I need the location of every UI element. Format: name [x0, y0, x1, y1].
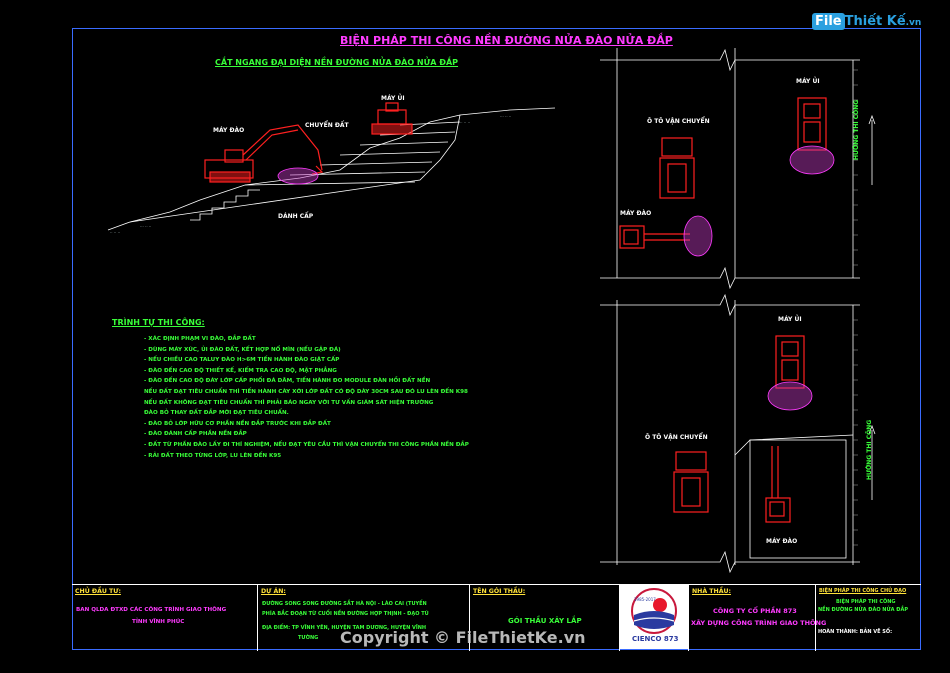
soil-pile-bottom: [767, 381, 813, 411]
bulldozer-plan-top: [797, 97, 827, 151]
bulldozer-plan-bottom: [775, 335, 805, 389]
procedure-step: - ĐÀO ĐÁNH CẤP PHẦN NỀN ĐẮP: [144, 431, 247, 438]
watermark-file: File: [812, 13, 845, 30]
package-value: GÓI THẦU XÂY LẮP: [508, 617, 582, 625]
drawing-name: NỀN ĐƯỜNG NỬA ĐÀO NỬA ĐẮP: [818, 607, 909, 613]
package-cell: TÊN GÓI THẦU: GÓI THẦU XÂY LẮP: [470, 585, 620, 651]
soil-pile-excavator: [683, 215, 713, 257]
label-bulldozer-top: MÁY ỦI: [796, 78, 820, 85]
watermark-suffix: .vn: [905, 18, 922, 28]
project-cell: DỰ ÁN: ĐƯỜNG SONG SONG ĐƯỜNG SẮT HÀ NỘI …: [258, 585, 470, 651]
label-bench: DÁNH CẤP: [278, 213, 314, 220]
label-bulldozer-cross: MÁY ỦI: [381, 95, 405, 102]
label-soil-transport: CHUYỂN ĐẤT: [305, 122, 349, 129]
procedure-title: TRÌNH TỰ THI CÔNG:: [112, 318, 205, 327]
drawing-name: BIỆN PHÁP THI CÔNG: [836, 599, 896, 605]
drawing-info-cell: BIỆN PHÁP THI CÔNG CHỦ ĐẠO BIỆN PHÁP THI…: [816, 585, 921, 651]
procedure-step: - DÙNG MÁY XÚC, ỦI ĐÀO ĐẤT, KẾT HỢP NỔ M…: [144, 346, 341, 353]
svg-text:··· ·· ··: ··· ·· ··: [140, 224, 151, 229]
svg-text:·· ·· ··: ·· ·· ··: [460, 120, 470, 125]
project-line: PHÍA BẮC ĐOẠN TỪ CUỐI NỀN ĐƯỜNG HỢP THỊN…: [262, 611, 429, 617]
cross-section-title: CẮT NGANG ĐẠI DIỆN NỀN ĐƯỜNG NỬA ĐÀO NỬA…: [215, 58, 459, 67]
truck-plan-top: [659, 137, 695, 199]
svg-text:··· ·· ··: ··· ·· ··: [500, 114, 511, 119]
logo-years: 1985-2017: [634, 597, 656, 602]
contractor-header: NHÀ THẦU:: [692, 588, 731, 595]
procedure-step: - ĐÀO BỎ LỚP HỮU CƠ PHẦN NỀN ĐẮP TRƯỚC K…: [144, 420, 331, 427]
cienco-logo-icon: [631, 588, 677, 634]
procedure-step: - ĐẤT TỪ PHẦN ĐÀO LẤY ĐI THÍ NGHIỆM, NẾU…: [144, 441, 469, 448]
ground-hatch: ·· ·· ·· ··· ·· ·· ·· ·· ·· ··· ·· ··: [110, 114, 511, 235]
plan-top-ticks: [853, 69, 858, 266]
label-truck-top: Ô TÔ VẬN CHUYỂN: [647, 118, 710, 125]
contractor-desc: XÂY DỰNG CÔNG TRÌNH GIAO THÔNG: [691, 619, 827, 627]
contractor-cell: NHÀ THẦU: CÔNG TY CỔ PHẦN 873 XÂY DỰNG C…: [688, 585, 826, 651]
svg-text:·· ·· ··: ·· ·· ··: [110, 230, 120, 235]
logo-text: CIENCO 873: [632, 635, 679, 643]
investor-province: TỈNH VĨNH PHÚC: [132, 619, 185, 625]
soil-pile: [277, 167, 319, 185]
drawing-title: BIỆN PHÁP THI CÔNG NỀN ĐƯỜNG NỬA ĐÀO NỬA…: [340, 34, 673, 47]
project-line: TƯỜNG: [298, 635, 319, 641]
direction-arrow-top: [868, 114, 876, 185]
label-bulldozer-bottom: MÁY ỦI: [778, 316, 802, 323]
project-line: ĐƯỜNG SONG SONG ĐƯỜNG SẮT HÀ NỘI - LÀO C…: [262, 601, 427, 607]
drawing-frame: [72, 28, 921, 650]
excavator-cross-section: [204, 124, 324, 183]
truck-plan-bottom: [673, 451, 709, 513]
bulldozer-cross-section: [371, 102, 413, 135]
direction-arrow-bottom: [868, 424, 876, 500]
project-line: ĐỊA ĐIỂM: TP VĨNH YÊN, HUYỆN TAM DƯƠNG, …: [262, 625, 427, 631]
plan-top-outline: [600, 48, 860, 290]
watermark-brand: Thiết Kế: [844, 14, 906, 29]
label-truck-bottom: Ô TÔ VẬN CHUYỂN: [645, 434, 708, 441]
project-header: DỰ ÁN:: [261, 588, 286, 595]
procedure-step: NẾU ĐẤT KHÔNG ĐẠT TIÊU CHUẨN THÌ PHẢI BÁ…: [144, 399, 434, 406]
procedure-step: - NẾU CHIỀU CAO TALUY ĐÀO H>6M TIẾN HÀNH…: [144, 357, 340, 364]
plan-bottom-outline: [600, 293, 860, 574]
label-excavator-cross: MÁY ĐÀO: [213, 127, 245, 134]
procedure-step: - RẢI ĐẤT THEO TỪNG LỚP, LU LÈN ĐẾN K95: [144, 452, 282, 459]
label-direction-bottom: HƯỚNG THI CÔNG: [866, 419, 873, 480]
procedure-step: - ĐÀO ĐẾN CAO ĐỘ THIẾT KẾ, KIỂM TRA CAO …: [144, 367, 337, 374]
procedure-steps: - XÁC ĐỊNH PHẠM VI ĐÀO, ĐẮP ĐẤT - DÙNG M…: [144, 334, 469, 461]
drawing-number: HOÀN THÀNH: BẢN VẼ SỐ:: [818, 629, 893, 635]
soil-pile-top: [789, 145, 835, 175]
procedure-step: - ĐÀO ĐẾN CAO ĐỘ ĐÁY LỚP CẤP PHỐI ĐÁ DĂM…: [144, 378, 431, 385]
procedure-step: NẾU ĐẤT ĐẠT TIÊU CHUẨN THÌ TIẾN HÀNH CÀY…: [144, 388, 468, 395]
procedure-step: - XÁC ĐỊNH PHẠM VI ĐÀO, ĐẮP ĐẤT: [144, 336, 256, 342]
watermark-copyright: Copyright © FileThietKe.vn: [340, 628, 586, 647]
excavator-plan-top: [619, 225, 690, 249]
investor-name: BAN QLDA ĐTXD CÁC CÔNG TRÌNH GIAO THÔNG: [76, 607, 227, 613]
label-excavator-bottom: MÁY ĐÀO: [766, 538, 798, 545]
package-header: TÊN GÓI THẦU:: [473, 588, 526, 595]
contractor-name: CÔNG TY CỔ PHẦN 873: [713, 607, 797, 615]
excavator-plan-bottom: [765, 446, 791, 523]
label-direction-top: HƯỚNG THI CÔNG: [853, 99, 860, 160]
plan-bottom-ticks: [853, 319, 858, 546]
procedure-step: ĐÀO BỎ THAY ĐẤT ĐẮP MỚI ĐẠT TIÊU CHUẨN.: [144, 410, 289, 417]
label-excavator-top: MÁY ĐÀO: [620, 210, 652, 217]
title-block: CHỦ ĐẦU TƯ: BAN QLDA ĐTXD CÁC CÔNG TRÌNH…: [72, 584, 921, 651]
drawing-header: BIỆN PHÁP THI CÔNG CHỦ ĐẠO: [819, 588, 907, 594]
investor-header: CHỦ ĐẦU TƯ:: [75, 588, 121, 595]
investor-cell: CHỦ ĐẦU TƯ: BAN QLDA ĐTXD CÁC CÔNG TRÌNH…: [72, 585, 258, 651]
company-logo: 1985-2017 CIENCO 873: [620, 585, 688, 649]
